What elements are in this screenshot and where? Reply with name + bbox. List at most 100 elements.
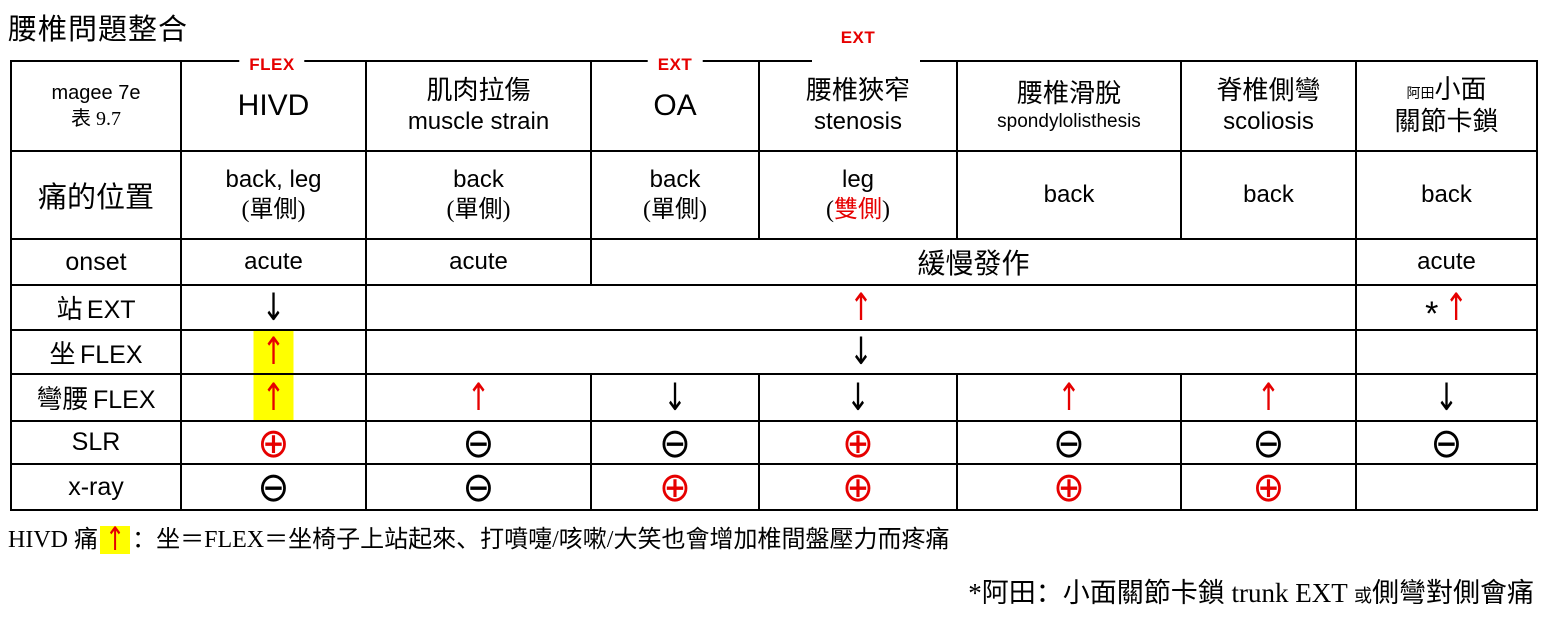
cell-xray-facet bbox=[1355, 463, 1538, 511]
row-label-onset: onset bbox=[10, 238, 182, 286]
cell-xray-scoliosis: ⊕ bbox=[1180, 463, 1357, 511]
col-header-stenosis: 腰椎狹窄 stenosis bbox=[758, 60, 958, 152]
cell-bend-scoliosis: ↑ bbox=[1180, 373, 1357, 422]
pain-location-row: 痛的位置 back, leg (單側) back (單側) back (單側) … bbox=[10, 150, 1538, 240]
circled-plus-icon: ⊕ bbox=[1252, 464, 1285, 510]
circled-plus-icon: ⊕ bbox=[257, 421, 290, 464]
down-arrow-icon: ↓ bbox=[1434, 374, 1459, 420]
footnote-hivd: HIVD 痛↑：坐＝FLEX＝坐椅子上站起來、打噴嚏/咳嗽/大笑也會增加椎間盤壓… bbox=[8, 519, 950, 555]
cell-pain-facet: back bbox=[1355, 150, 1538, 240]
row-label-pain-location: 痛的位置 bbox=[10, 150, 182, 240]
cell-sit-facet bbox=[1355, 329, 1538, 375]
down-arrow-icon: ↓ bbox=[846, 374, 870, 420]
up-arrow-icon: ↑ bbox=[261, 330, 286, 374]
cell-xray-hivd: ⊖ bbox=[180, 463, 367, 511]
cell-slr-oa: ⊖ bbox=[590, 420, 760, 465]
cell-bend-hivd: ↑ bbox=[180, 373, 367, 422]
slr-row: SLR ⊕ ⊖ ⊖ ⊕ ⊖ ⊖ ⊖ bbox=[10, 420, 1538, 465]
row-label-slr: SLR bbox=[10, 420, 182, 465]
up-arrow-icon: ↑ bbox=[1256, 374, 1281, 420]
cell-onset-muscle: acute bbox=[365, 238, 592, 286]
row-label-xray: x-ray bbox=[10, 463, 182, 511]
cell-xray-stenosis: ⊕ bbox=[758, 463, 958, 511]
circled-minus-icon: ⊖ bbox=[659, 421, 691, 464]
cell-slr-hivd: ⊕ bbox=[180, 420, 367, 465]
row-label-sitting-flex: 坐 FLEX bbox=[10, 329, 182, 375]
circled-plus-icon: ⊕ bbox=[1053, 464, 1085, 510]
footnote-facet: *阿田：小面關節卡鎖 trunk EXT 或側彎對側會痛 bbox=[968, 571, 1534, 610]
col-header-muscle-strain: 肌肉拉傷 muscle strain bbox=[365, 60, 592, 152]
source-line2: 表 9.7 bbox=[71, 108, 121, 130]
cell-onset-hivd: acute bbox=[180, 238, 367, 286]
up-arrow-icon: ↑ bbox=[1057, 374, 1081, 420]
row-label-bending-flex: 彎腰 FLEX bbox=[10, 373, 182, 422]
cell-onset-gradual-merged: 緩慢發作 bbox=[590, 238, 1357, 286]
cell-slr-stenosis: ⊕ bbox=[758, 420, 958, 465]
highlighted-up-arrow-icon: ↑ bbox=[100, 523, 131, 555]
up-arrow-icon: ↑ bbox=[1444, 285, 1468, 330]
circled-plus-icon: ⊕ bbox=[842, 464, 874, 510]
cell-bend-spondylolisthesis: ↑ bbox=[956, 373, 1182, 422]
cell-pain-oa: back (單側) bbox=[590, 150, 760, 240]
footnote-hivd-text: ：坐＝FLEX＝坐椅子上站起來、打噴嚏/咳嗽/大笑也會增加椎間盤壓力而疼痛 bbox=[132, 527, 950, 553]
cell-pain-spondylolisthesis: back bbox=[956, 150, 1182, 240]
up-arrow-icon: ↑ bbox=[849, 285, 873, 330]
cell-xray-oa: ⊕ bbox=[590, 463, 760, 511]
circled-plus-icon: ⊕ bbox=[842, 421, 874, 464]
cell-stand-merged: ↑ bbox=[365, 284, 1357, 331]
circled-plus-icon: ⊕ bbox=[659, 464, 691, 510]
col-header-scoliosis: 脊椎側彎 scoliosis bbox=[1180, 60, 1357, 152]
circled-minus-icon: ⊖ bbox=[1053, 421, 1085, 464]
comparison-table: magee 7e 表 9.7 HIVD 肌肉拉傷 muscle strain O… bbox=[10, 60, 1538, 511]
up-arrow-icon: ↑ bbox=[261, 374, 286, 420]
up-arrow-icon: ↑ bbox=[466, 374, 491, 420]
source-cell: magee 7e 表 9.7 bbox=[10, 60, 182, 152]
circled-minus-icon: ⊖ bbox=[462, 464, 495, 510]
footnote-hivd-prefix: HIVD 痛 bbox=[8, 527, 98, 553]
flex-label-hivd: FLEX bbox=[239, 53, 305, 77]
down-arrow-icon: ↓ bbox=[663, 374, 687, 420]
sitting-flex-row: 坐 FLEX ↑ ↓ bbox=[10, 329, 1538, 375]
xray-row: x-ray ⊖ ⊖ ⊕ ⊕ ⊕ ⊕ bbox=[10, 463, 1538, 511]
cell-slr-spondylolisthesis: ⊖ bbox=[956, 420, 1182, 465]
col-header-facet-lock: 阿田小面 關節卡鎖 bbox=[1355, 60, 1538, 152]
circled-minus-icon: ⊖ bbox=[257, 464, 290, 510]
cell-slr-facet: ⊖ bbox=[1355, 420, 1538, 465]
row-label-standing-ext: 站 EXT bbox=[10, 284, 182, 331]
cell-bend-muscle: ↑ bbox=[365, 373, 592, 422]
ext-label-oa: EXT bbox=[647, 53, 703, 77]
cell-bend-facet: ↓ bbox=[1355, 373, 1538, 422]
ext-label-stenosis: EXT bbox=[830, 26, 886, 50]
cell-sit-hivd: ↑ bbox=[180, 329, 367, 375]
bending-flex-row: 彎腰 FLEX ↑ ↑ ↓ ↓ ↑ ↑ ↓ bbox=[10, 373, 1538, 422]
cell-xray-muscle: ⊖ bbox=[365, 463, 592, 511]
cell-stand-hivd: ↓ bbox=[180, 284, 367, 331]
cell-slr-muscle: ⊖ bbox=[365, 420, 592, 465]
cell-bend-oa: ↓ bbox=[590, 373, 760, 422]
cell-pain-scoliosis: back bbox=[1180, 150, 1357, 240]
onset-row: onset acute acute 緩慢發作 acute bbox=[10, 238, 1538, 286]
cell-sit-merged: ↓ bbox=[365, 329, 1357, 375]
footnote-facet-part1: *阿田：小面關節卡鎖 trunk EXT bbox=[968, 578, 1354, 608]
cell-onset-facet: acute bbox=[1355, 238, 1538, 286]
col-header-spondylolisthesis: 腰椎滑脫 spondylolisthesis bbox=[956, 60, 1182, 152]
source-line1: magee 7e bbox=[51, 82, 141, 104]
footnote-facet-small-word: 或 bbox=[1354, 586, 1372, 606]
cell-slr-scoliosis: ⊖ bbox=[1180, 420, 1357, 465]
col-header-oa: OA bbox=[590, 60, 760, 152]
circled-minus-icon: ⊖ bbox=[1252, 421, 1285, 464]
border-gap bbox=[812, 56, 920, 66]
cell-pain-hivd: back, leg (單側) bbox=[180, 150, 367, 240]
cell-bend-stenosis: ↓ bbox=[758, 373, 958, 422]
page-title: 腰椎問題整合 bbox=[8, 14, 189, 46]
footnote-facet-part2: 側彎對側會痛 bbox=[1372, 578, 1534, 608]
down-arrow-icon: ↓ bbox=[849, 330, 873, 374]
circled-minus-icon: ⊖ bbox=[462, 421, 495, 464]
cell-stand-facet: *↑ bbox=[1355, 284, 1538, 331]
cell-xray-spondylolisthesis: ⊕ bbox=[956, 463, 1182, 511]
cell-pain-stenosis: leg (雙側) bbox=[758, 150, 958, 240]
down-arrow-icon: ↓ bbox=[261, 285, 286, 330]
standing-ext-row: 站 EXT ↓ ↑ *↑ bbox=[10, 284, 1538, 331]
cell-pain-muscle: back (單側) bbox=[365, 150, 592, 240]
